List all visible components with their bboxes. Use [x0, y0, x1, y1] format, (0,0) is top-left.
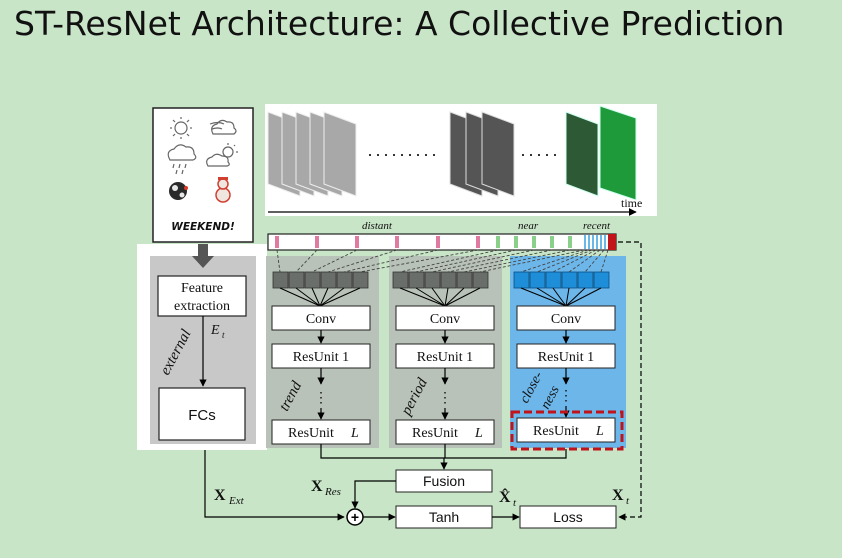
- rain-cloud-icon: [167, 144, 197, 175]
- x-ext-label: X: [214, 487, 226, 504]
- closeness-resunitL-box: [516, 417, 616, 443]
- feature-label-line2: extraction: [174, 299, 230, 314]
- fcs-box: [158, 387, 246, 441]
- closeness-frames: [565, 105, 637, 201]
- trend-conv-label: Conv: [306, 312, 336, 327]
- fusion-section: Fusion X Res X Ext + Tanh X̂ t Loss X t: [204, 241, 642, 529]
- loss-box: [519, 505, 617, 529]
- period-branch: Conv ResUnit 1 ⋮ ResUnit L period: [392, 271, 495, 445]
- trend-conv-box: [271, 305, 371, 331]
- sun-icon: [170, 117, 192, 139]
- x-t-label: X: [612, 487, 624, 504]
- distant-label: distant: [362, 220, 393, 232]
- weekend-label: WEEKEND!: [171, 221, 235, 233]
- closeness-resunit1-label: ResUnit 1: [538, 350, 594, 365]
- recent-label: recent: [583, 220, 611, 232]
- period-frames: [449, 111, 515, 197]
- x-hat-label: X̂: [499, 488, 511, 506]
- external-panel: WEEKEND! Feature extraction E t external…: [137, 107, 267, 450]
- sun-cloud-icon: [206, 143, 238, 167]
- page-title: ST-ResNet Architecture: A Collective Pre…: [14, 4, 785, 43]
- ground-truth-dashed-line: [618, 241, 642, 521]
- feature-extraction-box: [157, 275, 247, 317]
- closeness-L-label: L: [595, 424, 604, 439]
- period-resunit1-label: ResUnit 1: [417, 350, 473, 365]
- svg-text:⋮: ⋮: [438, 389, 452, 405]
- trend-L-label: L: [350, 426, 359, 441]
- pink-ticks: [275, 236, 480, 248]
- timeline-bar: distant near recent: [267, 220, 617, 251]
- trend-resunit1-box: [271, 343, 371, 369]
- x-res-subscript: Res: [324, 486, 341, 498]
- svg-text:·····: ·····: [520, 144, 560, 164]
- x-res-label: X: [311, 478, 323, 495]
- svg-text:⋮: ⋮: [559, 387, 573, 403]
- sum-node-label: +: [351, 509, 359, 525]
- closeness-resunit1-box: [516, 343, 616, 369]
- svg-text:⋮: ⋮: [314, 389, 328, 405]
- green-ticks: [496, 236, 572, 248]
- period-L-label: L: [474, 426, 483, 441]
- wind-cloud-icon: [209, 119, 237, 135]
- trend-frames: [267, 111, 357, 197]
- highlight-dashed-box: [510, 410, 624, 451]
- x-ext-subscript: Ext: [228, 495, 245, 507]
- closeness-resunitL-label: ResUnit: [533, 424, 579, 439]
- weather-icons-box: WEEKEND!: [152, 107, 254, 243]
- thick-down-arrow-icon: [192, 244, 214, 268]
- et-subscript: t: [222, 330, 225, 340]
- trend-resunitL-label: ResUnit: [288, 426, 334, 441]
- closeness-conv-box: [516, 305, 616, 331]
- fcs-label: FCs: [188, 407, 216, 424]
- frame-strip: ········· ····· time: [265, 104, 657, 216]
- svg-text:·········: ·········: [367, 144, 439, 164]
- period-conv-label: Conv: [430, 312, 460, 327]
- time-label: time: [621, 196, 642, 210]
- et-label: E: [210, 323, 220, 338]
- trend-resunit1-label: ResUnit 1: [293, 350, 349, 365]
- loss-label: Loss: [553, 509, 583, 525]
- period-resunitL-label: ResUnit: [412, 426, 458, 441]
- x-hat-subscript: t: [513, 497, 517, 509]
- snowman-icon: [215, 177, 231, 203]
- tanh-label: Tanh: [429, 509, 459, 525]
- mapping-lines: [276, 249, 609, 273]
- x-t-subscript: t: [626, 495, 630, 507]
- closeness-conv-label: Conv: [551, 312, 581, 327]
- soccer-ball-icon: [169, 182, 188, 200]
- fusion-label: Fusion: [423, 473, 465, 489]
- near-label: near: [518, 220, 539, 232]
- feature-label-line1: Feature: [181, 281, 223, 296]
